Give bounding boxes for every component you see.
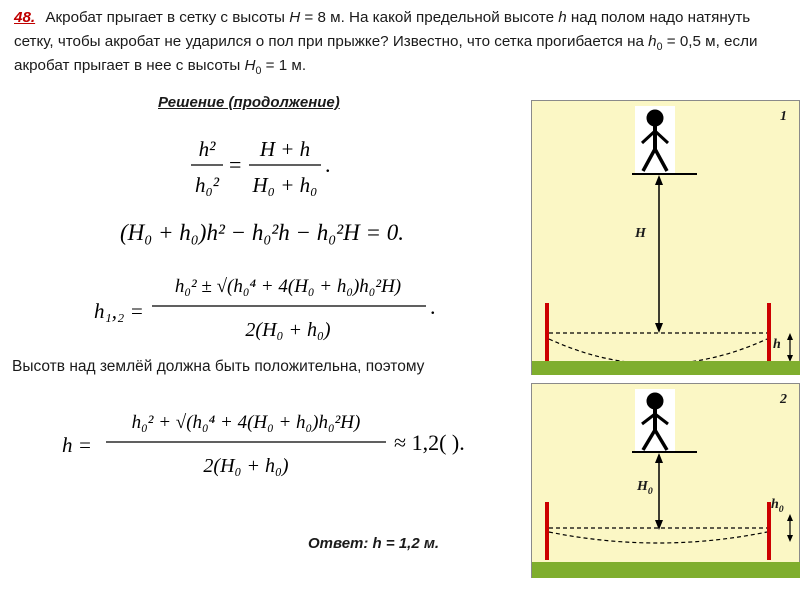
f3-den: 2(H₀ + h₀) xyxy=(245,319,331,341)
positivity-statement: Высотв над землёй должна быть положитель… xyxy=(12,358,425,375)
panel2-label-H0: H0 xyxy=(637,479,653,497)
figure-panel-2: 2 H0 h0 xyxy=(531,383,800,578)
f1-tail: . xyxy=(325,152,331,177)
var-H0-sub: 0 xyxy=(255,65,262,78)
f4-num: h₀² + √(h₀⁴ + 4(H₀ + h₀)h₀²H) xyxy=(132,412,361,433)
var-h0: h xyxy=(648,33,657,50)
formula-quadratic: (H₀ + h₀)h² − h₀²h − h₀²H = 0. xyxy=(120,220,404,245)
var-H0: H xyxy=(244,57,256,74)
panel1-label-H: H xyxy=(635,226,646,241)
answer-value: = 1,2 м. xyxy=(381,535,440,552)
f3-num: h₀² ± √(h₀⁴ + 4(H₀ + h₀)h₀²H) xyxy=(175,276,401,297)
problem-text-2: = 8 м. На какой предельной высоте xyxy=(300,9,559,26)
formula-roots: h₁,₂ = h₀² ± √(h₀⁴ + 4(H₀ + h₀)h₀²H) 2(H… xyxy=(94,276,436,341)
problem-text-4: = 0,5 м, если акробат прыгает в нее с вы… xyxy=(14,33,758,74)
panel2-drawing xyxy=(532,389,800,578)
f1-lhs-den: h₀² xyxy=(195,173,220,197)
figure-panel-1: 1 H h xyxy=(531,100,800,375)
answer: Ответ: h = 1,2 м. xyxy=(308,535,439,552)
formula-ratio: h² h₀² = H + h H₀ + h₀ . xyxy=(191,137,331,197)
problem-text-3: над полом надо натянуть сетку, чтобы акр… xyxy=(14,9,751,50)
problem-statement: 48. Акробат прыгает в сетку с высоты H =… xyxy=(14,6,790,78)
panel1-label-h: h xyxy=(773,337,781,352)
post-right-1 xyxy=(767,303,771,361)
f3-lhs: h₁,₂ = xyxy=(94,299,144,323)
f2-text: (H₀ + h₀)h² − h₀²h − h₀²H = 0. xyxy=(120,220,404,245)
answer-var: h xyxy=(372,535,382,552)
solution-heading: Решение (продолжение) xyxy=(158,94,340,111)
f1-rhs-den: H₀ + h₀ xyxy=(252,173,318,197)
var-h: h xyxy=(558,9,567,26)
f1-rhs-num: H + h xyxy=(259,137,310,161)
f3-tail: . xyxy=(430,294,436,319)
var-h0-sub: 0 xyxy=(656,41,663,54)
post-right-2 xyxy=(767,502,771,560)
acrobat-figure-1 xyxy=(635,106,675,174)
post-left-1 xyxy=(545,303,549,361)
formula-result: h = h₀² + √(h₀⁴ + 4(H₀ + h₀)h₀²H) 2(H₀ +… xyxy=(62,412,465,477)
panel1-number: 1 xyxy=(780,109,787,124)
var-H: H xyxy=(289,9,301,26)
ground-2 xyxy=(532,562,800,578)
acrobat-figure-2 xyxy=(635,389,675,452)
problem-number: 48. xyxy=(14,9,36,26)
ground-1 xyxy=(532,361,800,375)
svg-text:=: = xyxy=(229,152,241,177)
f1-lhs-num: h² xyxy=(199,137,217,161)
f4-den: 2(H₀ + h₀) xyxy=(203,455,289,477)
panel1-drawing xyxy=(532,106,800,375)
post-left-2 xyxy=(545,502,549,560)
problem-text-1: Акробат прыгает в сетку с высоты xyxy=(41,9,290,26)
f4-lhs: h = xyxy=(62,433,92,457)
f4-tail: ≈ 1,2( ). xyxy=(394,430,465,455)
panel2-number: 2 xyxy=(780,392,787,407)
problem-text-5: = 1 м. xyxy=(261,57,307,74)
answer-prefix: Ответ: xyxy=(308,535,373,552)
panel2-label-h0: h0 xyxy=(771,497,784,515)
